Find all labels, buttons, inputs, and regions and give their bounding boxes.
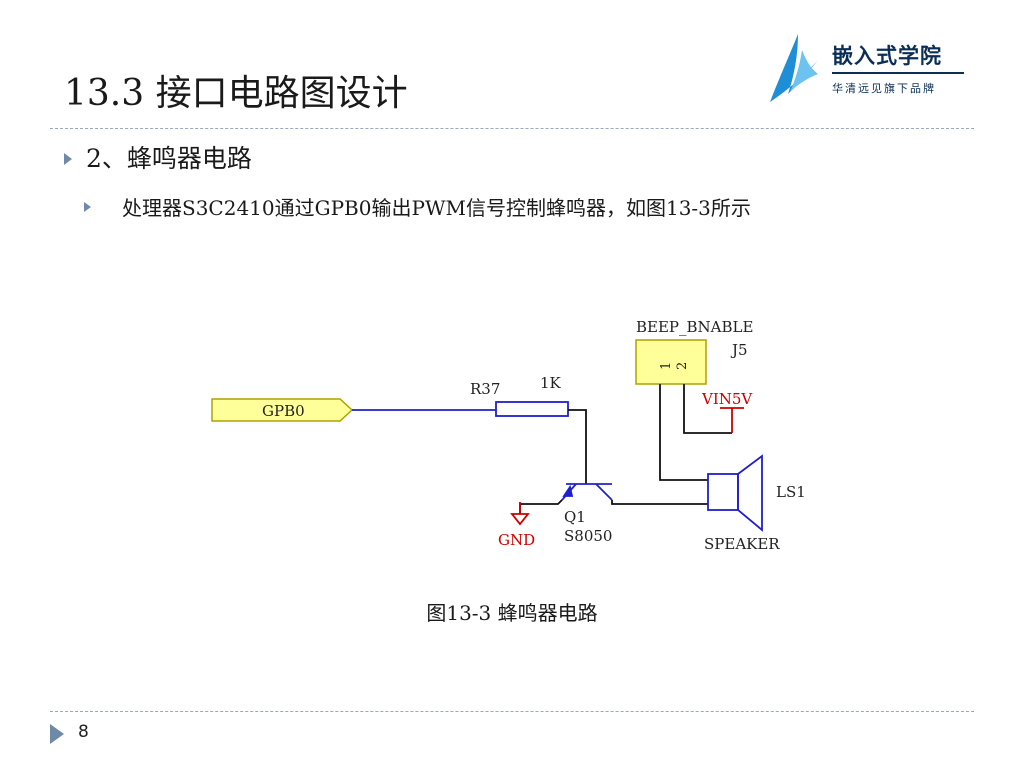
transistor-ref: Q1 [564, 508, 586, 526]
resistor-r37 [495, 401, 569, 417]
resistor-value: 1K [540, 374, 562, 392]
bullet-level-2-text: 处理器S3C2410通过GPB0输出PWM信号控制蜂鸣器，如图13-3所示 [122, 196, 751, 220]
wire-emitter-ground [519, 499, 563, 514]
bullet-triangle-icon [64, 152, 72, 165]
bullet-level-2: 处理器S3C2410通过GPB0输出PWM信号控制蜂鸣器，如图13-3所示 [84, 192, 964, 224]
speaker-ls1 [707, 454, 763, 532]
gpb0-net-label [211, 398, 354, 422]
logo-divider [832, 72, 964, 74]
wire-resistor-base [568, 409, 587, 484]
bullet-triangle-icon [84, 202, 91, 212]
slide-title: 13.3 接口电路图设计 [64, 73, 408, 114]
bullet-level-1-text: 2、蜂鸣器电路 [86, 144, 252, 173]
ground-symbol [510, 502, 530, 526]
footer-triangle-icon [50, 724, 64, 744]
speaker-name: SPEAKER [704, 535, 780, 553]
page-number: 8 [78, 722, 89, 742]
jumper-ref: J5 [730, 341, 748, 359]
footer-divider [50, 711, 974, 712]
transistor-part: S8050 [564, 527, 612, 545]
jumper-net-label: BEEP_BNABLE [636, 318, 753, 336]
wire-jumper-power [683, 384, 732, 434]
buzzer-circuit-diagram: GPB0 R37 1K GND Q1 S8050 1 2 BEEP_BNABLE… [211, 318, 806, 553]
jumper-pin-1: 1 [659, 362, 674, 370]
bullet-level-1: 2、蜂鸣器电路 [64, 142, 252, 176]
sail-logo-icon [770, 34, 818, 102]
ground-label: GND [498, 531, 535, 549]
wire-collector-speaker [611, 500, 708, 505]
resistor-ref: R37 [470, 380, 500, 398]
jumper-pin-2: 2 [675, 362, 690, 370]
power-symbol [720, 407, 744, 433]
header-divider [50, 128, 974, 129]
brand-logo: 嵌入式学院 华清远见旗下品牌 [768, 30, 978, 110]
power-label: VIN5V [701, 390, 753, 408]
gpb0-label-text: GPB0 [262, 402, 305, 420]
figure-caption: 图13-3 蜂鸣器电路 [426, 601, 598, 625]
logo-slogan: 华清远见旗下品牌 [832, 82, 936, 95]
wire-jumper-speaker [659, 384, 708, 481]
jumper-j5 [635, 339, 707, 385]
transistor-q1 [561, 483, 613, 501]
logo-name: 嵌入式学院 [832, 44, 942, 68]
speaker-ref: LS1 [776, 483, 806, 501]
